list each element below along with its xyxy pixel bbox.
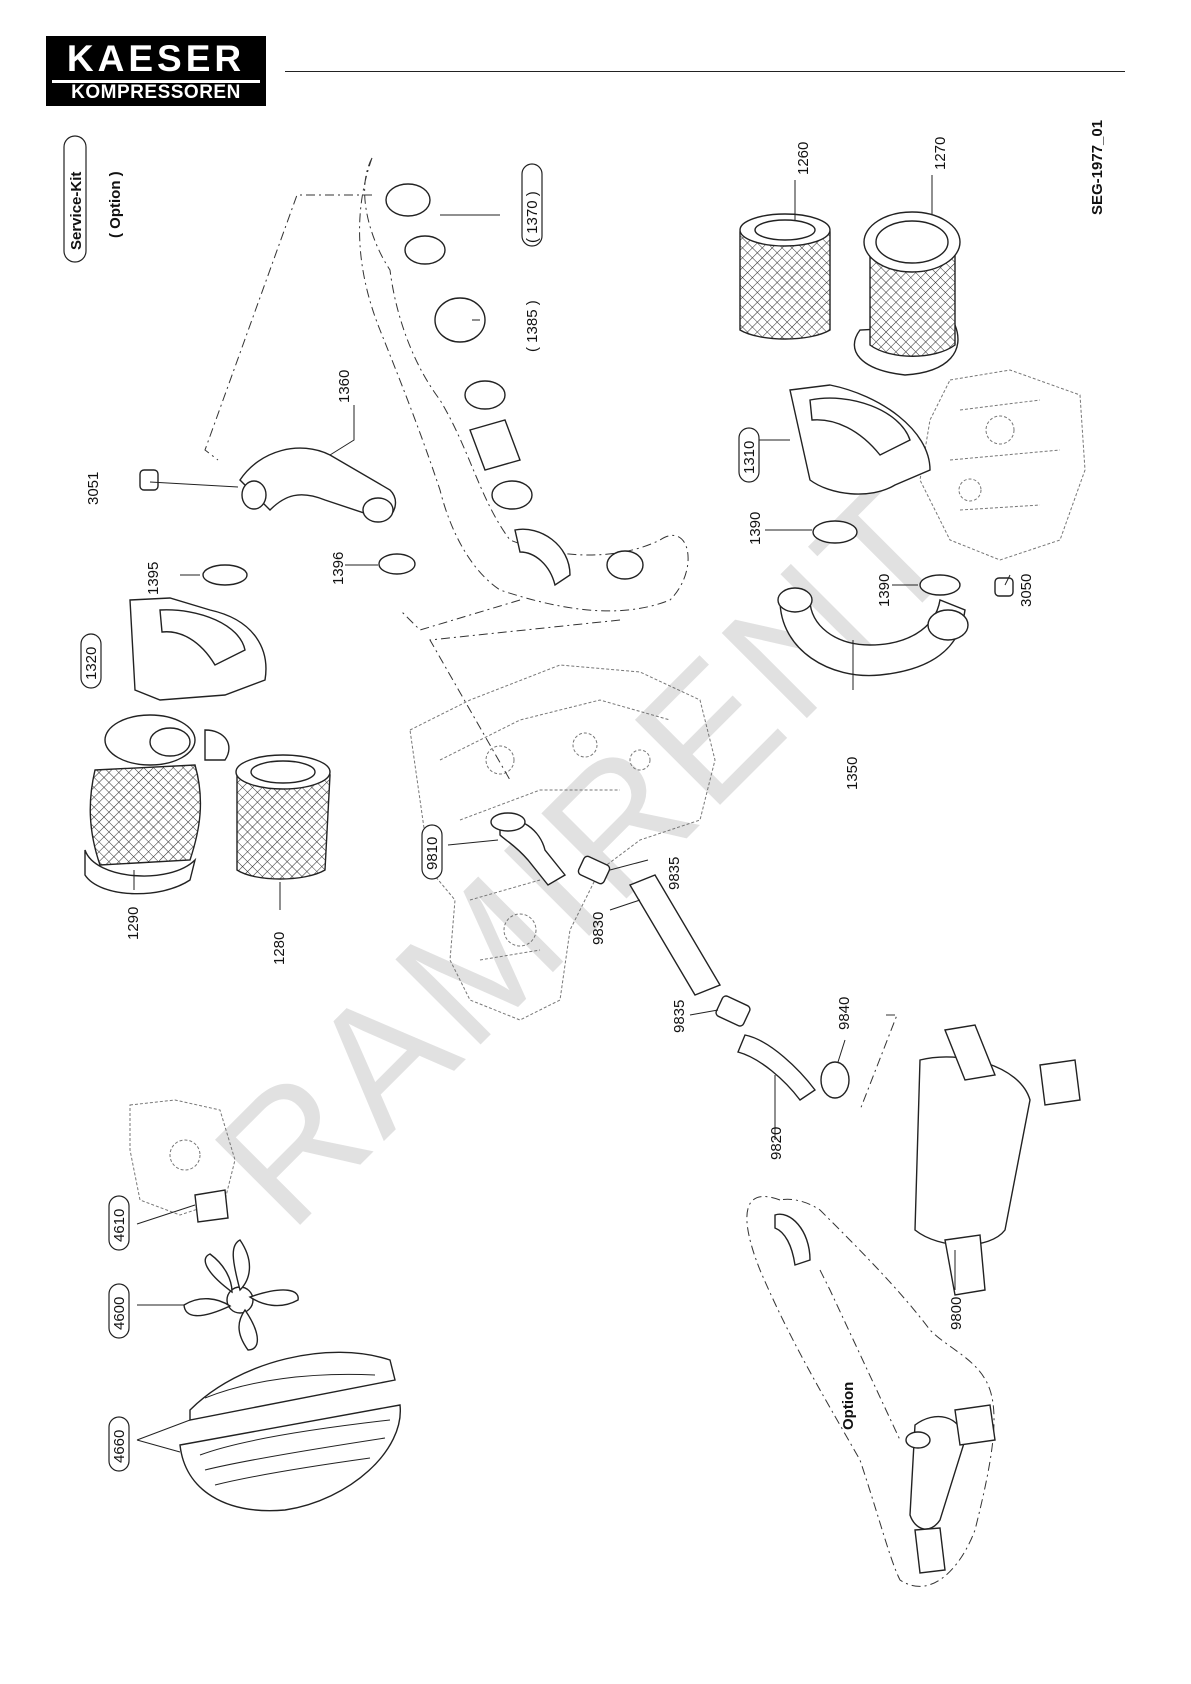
label-9810: 9810 <box>424 837 441 870</box>
label-1360: 1360 <box>336 370 353 403</box>
label-1396: 1396 <box>330 552 347 585</box>
label-9820: 9820 <box>768 1127 785 1160</box>
clamp-9840 <box>821 1062 849 1098</box>
label-1390-b: 1390 <box>876 574 893 607</box>
exhaust-hose-9820 <box>738 1035 815 1100</box>
plug-3050 <box>995 578 1013 596</box>
drawing-id: SEG-1977_01 <box>1089 120 1106 215</box>
option-label: Option <box>840 1382 857 1430</box>
label-1385: ( 1385 ) <box>524 300 541 352</box>
service-kit-note: ( Option ) <box>107 171 124 238</box>
label-9835-b: 9835 <box>671 1000 688 1033</box>
filter-insert-1260 <box>740 214 830 339</box>
label-9830: 9830 <box>590 912 607 945</box>
clamp-1396 <box>379 554 415 574</box>
plug-3051 <box>140 470 158 490</box>
clamp-1390-b <box>920 575 960 595</box>
label-1370: ( 1370 ) <box>524 191 541 243</box>
fan-guard-4660 <box>180 1352 400 1510</box>
fan-4600 <box>184 1240 298 1350</box>
label-3050: 3050 <box>1018 574 1035 607</box>
fan-shaft-4610 <box>195 1190 228 1222</box>
air-filter-housing-left <box>85 715 229 894</box>
label-9800: 9800 <box>948 1297 965 1330</box>
air-filter-housing-right <box>854 212 960 375</box>
label-1320: 1320 <box>83 647 100 680</box>
label-4600: 4600 <box>111 1297 128 1330</box>
label-1260: 1260 <box>795 142 812 175</box>
clamp-1395 <box>203 565 247 585</box>
label-1310: 1310 <box>741 441 758 474</box>
service-kit-hoses <box>386 184 643 585</box>
intake-hose-1360 <box>240 448 395 522</box>
bracket-1310 <box>790 385 930 494</box>
label-3051: 3051 <box>85 472 102 505</box>
label-1290: 1290 <box>125 907 142 940</box>
bracket-1320 <box>130 598 266 700</box>
label-1270: 1270 <box>932 137 949 170</box>
label-1350: 1350 <box>844 757 861 790</box>
clamp-1390-a <box>813 521 857 543</box>
muffler-9800 <box>915 1025 1080 1295</box>
label-1395: 1395 <box>145 562 162 595</box>
service-kit-label: Service-Kit <box>68 172 85 250</box>
clamp-9835-b <box>715 995 751 1028</box>
label-4610: 4610 <box>111 1209 128 1242</box>
filter-insert-1280 <box>236 755 330 879</box>
label-9835-a: 9835 <box>666 857 683 890</box>
label-1280: 1280 <box>271 932 288 965</box>
label-1390-a: 1390 <box>747 512 764 545</box>
label-9840: 9840 <box>836 997 853 1030</box>
label-4660: 4660 <box>111 1430 128 1463</box>
